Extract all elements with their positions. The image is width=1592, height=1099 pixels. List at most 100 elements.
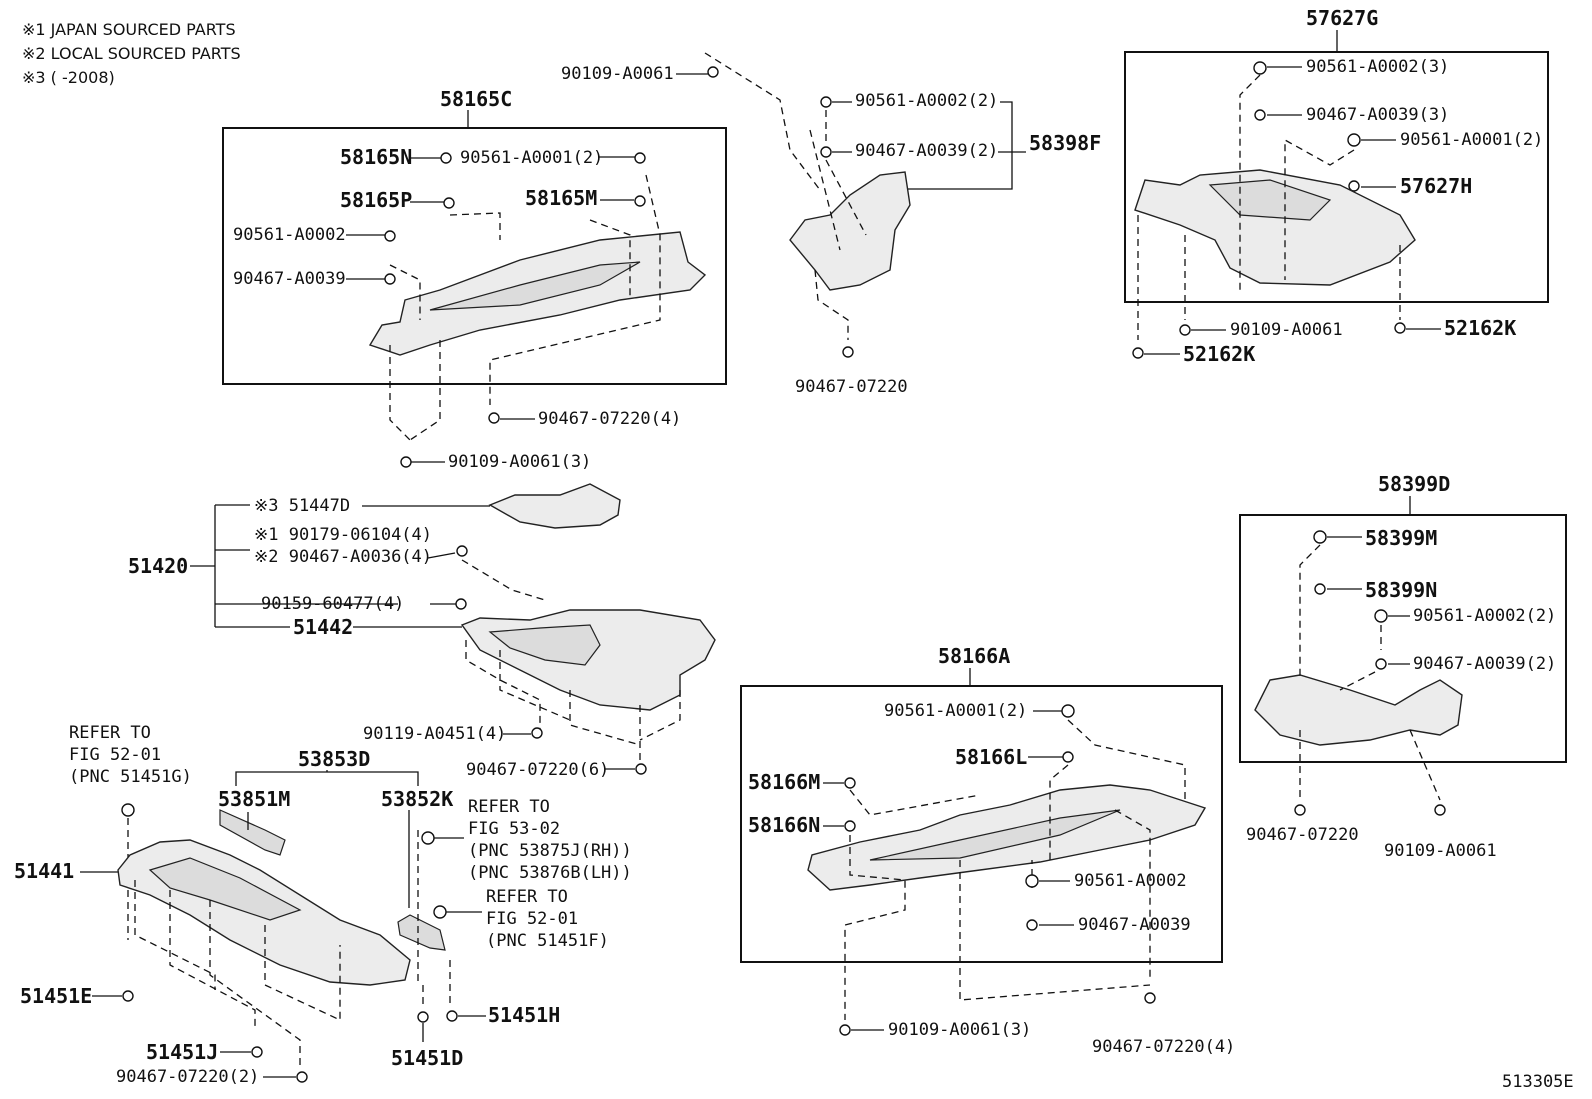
- label-52162k-left: 52162K: [1183, 342, 1255, 366]
- figure-id: 513305E: [1502, 1072, 1574, 1092]
- clip-icon: [634, 195, 646, 207]
- note-japan: ※1 JAPAN SOURCED PARTS: [22, 20, 236, 39]
- label-90561-a0002-f: 90561-A0002: [1074, 871, 1187, 891]
- label-90467-a0039-2-b: 90467-A0039(2): [855, 141, 998, 161]
- label-90109-a0061-d: 90109-A0061: [1230, 320, 1343, 340]
- bolt-icon: [635, 763, 647, 775]
- clip-icon: [1026, 919, 1038, 931]
- bolt-icon: [488, 412, 500, 424]
- label-58165n: 58165N: [340, 145, 412, 169]
- clip-icon: [820, 96, 832, 108]
- clip-icon: [384, 273, 396, 285]
- group-57627g: 57627G 90561-A0002(3) 90467-A0039(3) 905…: [1124, 6, 1549, 366]
- clip-icon: [1374, 609, 1388, 623]
- clip-icon: [456, 545, 468, 557]
- label-90561-a0002-3: 90561-A0002(3): [1306, 57, 1449, 77]
- bolt-icon: [1294, 804, 1306, 816]
- clip-icon: [1025, 874, 1039, 888]
- clip-icon: [1253, 61, 1267, 75]
- bolt-icon: [1434, 804, 1446, 816]
- group-title-51420: 51420: [128, 554, 188, 578]
- bolt-icon: [839, 1024, 851, 1036]
- bolt-icon: [122, 990, 134, 1002]
- refer1-line1: REFER TO: [69, 723, 151, 743]
- label-58399n: 58399N: [1365, 578, 1437, 602]
- label-90119-a0451-4: 90119-A0451(4): [363, 724, 506, 744]
- group-title-58166a: 58166A: [938, 644, 1010, 668]
- label-90109-a0061-top: 90109-A0061: [561, 64, 674, 84]
- label-58166m: 58166M: [748, 770, 820, 794]
- label-90561-a0002-2-e: 90561-A0002(2): [1413, 606, 1556, 626]
- bolt-icon: [1132, 347, 1144, 359]
- label-90467-a0039-3: 90467-A0039(3): [1306, 105, 1449, 125]
- label-51451j: 51451J: [146, 1040, 218, 1064]
- label-90561-a0001-2-c: 90561-A0001(2): [1400, 130, 1543, 150]
- clip-icon: [1062, 751, 1074, 763]
- bolt-icon: [417, 1011, 429, 1023]
- group-title-58165c: 58165C: [440, 87, 512, 111]
- label-90467-a0036-4: ※2 90467-A0036(4): [254, 547, 432, 567]
- label-51447d: ※3 51447D: [254, 496, 350, 516]
- clip-icon: [121, 803, 135, 817]
- refer1-line2: FIG 52-01: [69, 745, 161, 765]
- bolt-icon: [1144, 992, 1156, 1004]
- seal-53852k: [397, 914, 446, 951]
- clip-icon: [634, 152, 646, 164]
- group-58166a: 58166A 90561-A0001(2) 58166L 58166M 5816…: [740, 644, 1235, 1057]
- refer2-line2: FIG 53-02: [468, 819, 560, 839]
- clip-icon: [440, 152, 452, 164]
- clip-icon: [1254, 109, 1266, 121]
- label-51442: 51442: [293, 615, 353, 639]
- label-90467-07220-4-a: 90467-07220(4): [538, 409, 681, 429]
- label-51441: 51441: [14, 859, 74, 883]
- group-box-57627g: [1124, 51, 1549, 303]
- clip-icon: [421, 831, 435, 845]
- label-58399m: 58399M: [1365, 526, 1437, 550]
- clip-icon: [433, 905, 447, 919]
- group-title-53853d: 53853D: [298, 747, 370, 771]
- seal-53851m: [219, 809, 286, 856]
- clip-icon: [844, 820, 856, 832]
- label-90467-07220-e: 90467-07220: [1246, 825, 1359, 845]
- refer2-line4: (PNC 53876B(LH)): [468, 863, 632, 883]
- refer1-line3: (PNC 51451G): [69, 767, 192, 787]
- label-90159-60477-4: 90159-60477(4): [261, 594, 404, 614]
- bolt-icon: [1394, 322, 1406, 334]
- clip-icon: [1314, 583, 1326, 595]
- label-53851m: 53851M: [218, 787, 290, 811]
- label-90467-07220-c: 90467-07220: [795, 377, 908, 397]
- group-title-57627g: 57627G: [1306, 6, 1378, 30]
- label-90561-a0001-2: 90561-A0001(2): [460, 148, 603, 168]
- label-90109-a0061-3-a: 90109-A0061(3): [448, 452, 591, 472]
- label-90561-a0001-2-f: 90561-A0001(2): [884, 701, 1027, 721]
- label-90467-07220-2: 90467-07220(2): [116, 1067, 259, 1087]
- group-box-58165c: [222, 127, 727, 385]
- note-2008: ※3 ( -2008): [22, 68, 115, 87]
- label-51451d: 51451D: [391, 1046, 463, 1070]
- group-58398f: 90109-A0061 90561-A0002(2) 90467-A0039(2…: [561, 52, 1101, 397]
- label-57627h: 57627H: [1400, 174, 1472, 198]
- clip-icon: [1348, 180, 1360, 192]
- bolt-icon: [531, 727, 543, 739]
- bolt-icon: [707, 66, 719, 78]
- refer2-line3: (PNC 53875J(RH)): [468, 841, 632, 861]
- clip-icon: [820, 146, 832, 158]
- label-90467-07220-4-f: 90467-07220(4): [1092, 1037, 1235, 1057]
- note-local: ※2 LOCAL SOURCED PARTS: [22, 44, 241, 63]
- refer3-line3: (PNC 51451F): [486, 931, 609, 951]
- group-53853d: REFER TO FIG 52-01 (PNC 51451G) 53853D 5…: [14, 723, 632, 1087]
- label-90467-a0039: 90467-A0039: [233, 269, 346, 289]
- clip-icon: [384, 230, 396, 242]
- bolt-icon: [400, 456, 412, 468]
- label-90179-06104-4: ※1 90179-06104(4): [254, 525, 432, 545]
- label-53852k: 53852K: [381, 787, 453, 811]
- label-90109-a0061-3-f: 90109-A0061(3): [888, 1020, 1031, 1040]
- group-box-58399d: [1239, 514, 1567, 763]
- bolt-icon: [842, 346, 854, 358]
- label-51451h: 51451H: [488, 1003, 560, 1027]
- bolt-icon: [446, 1010, 458, 1022]
- bolt-icon: [455, 598, 467, 610]
- group-title-58398f: 58398F: [1029, 131, 1101, 155]
- clip-icon: [1061, 704, 1075, 718]
